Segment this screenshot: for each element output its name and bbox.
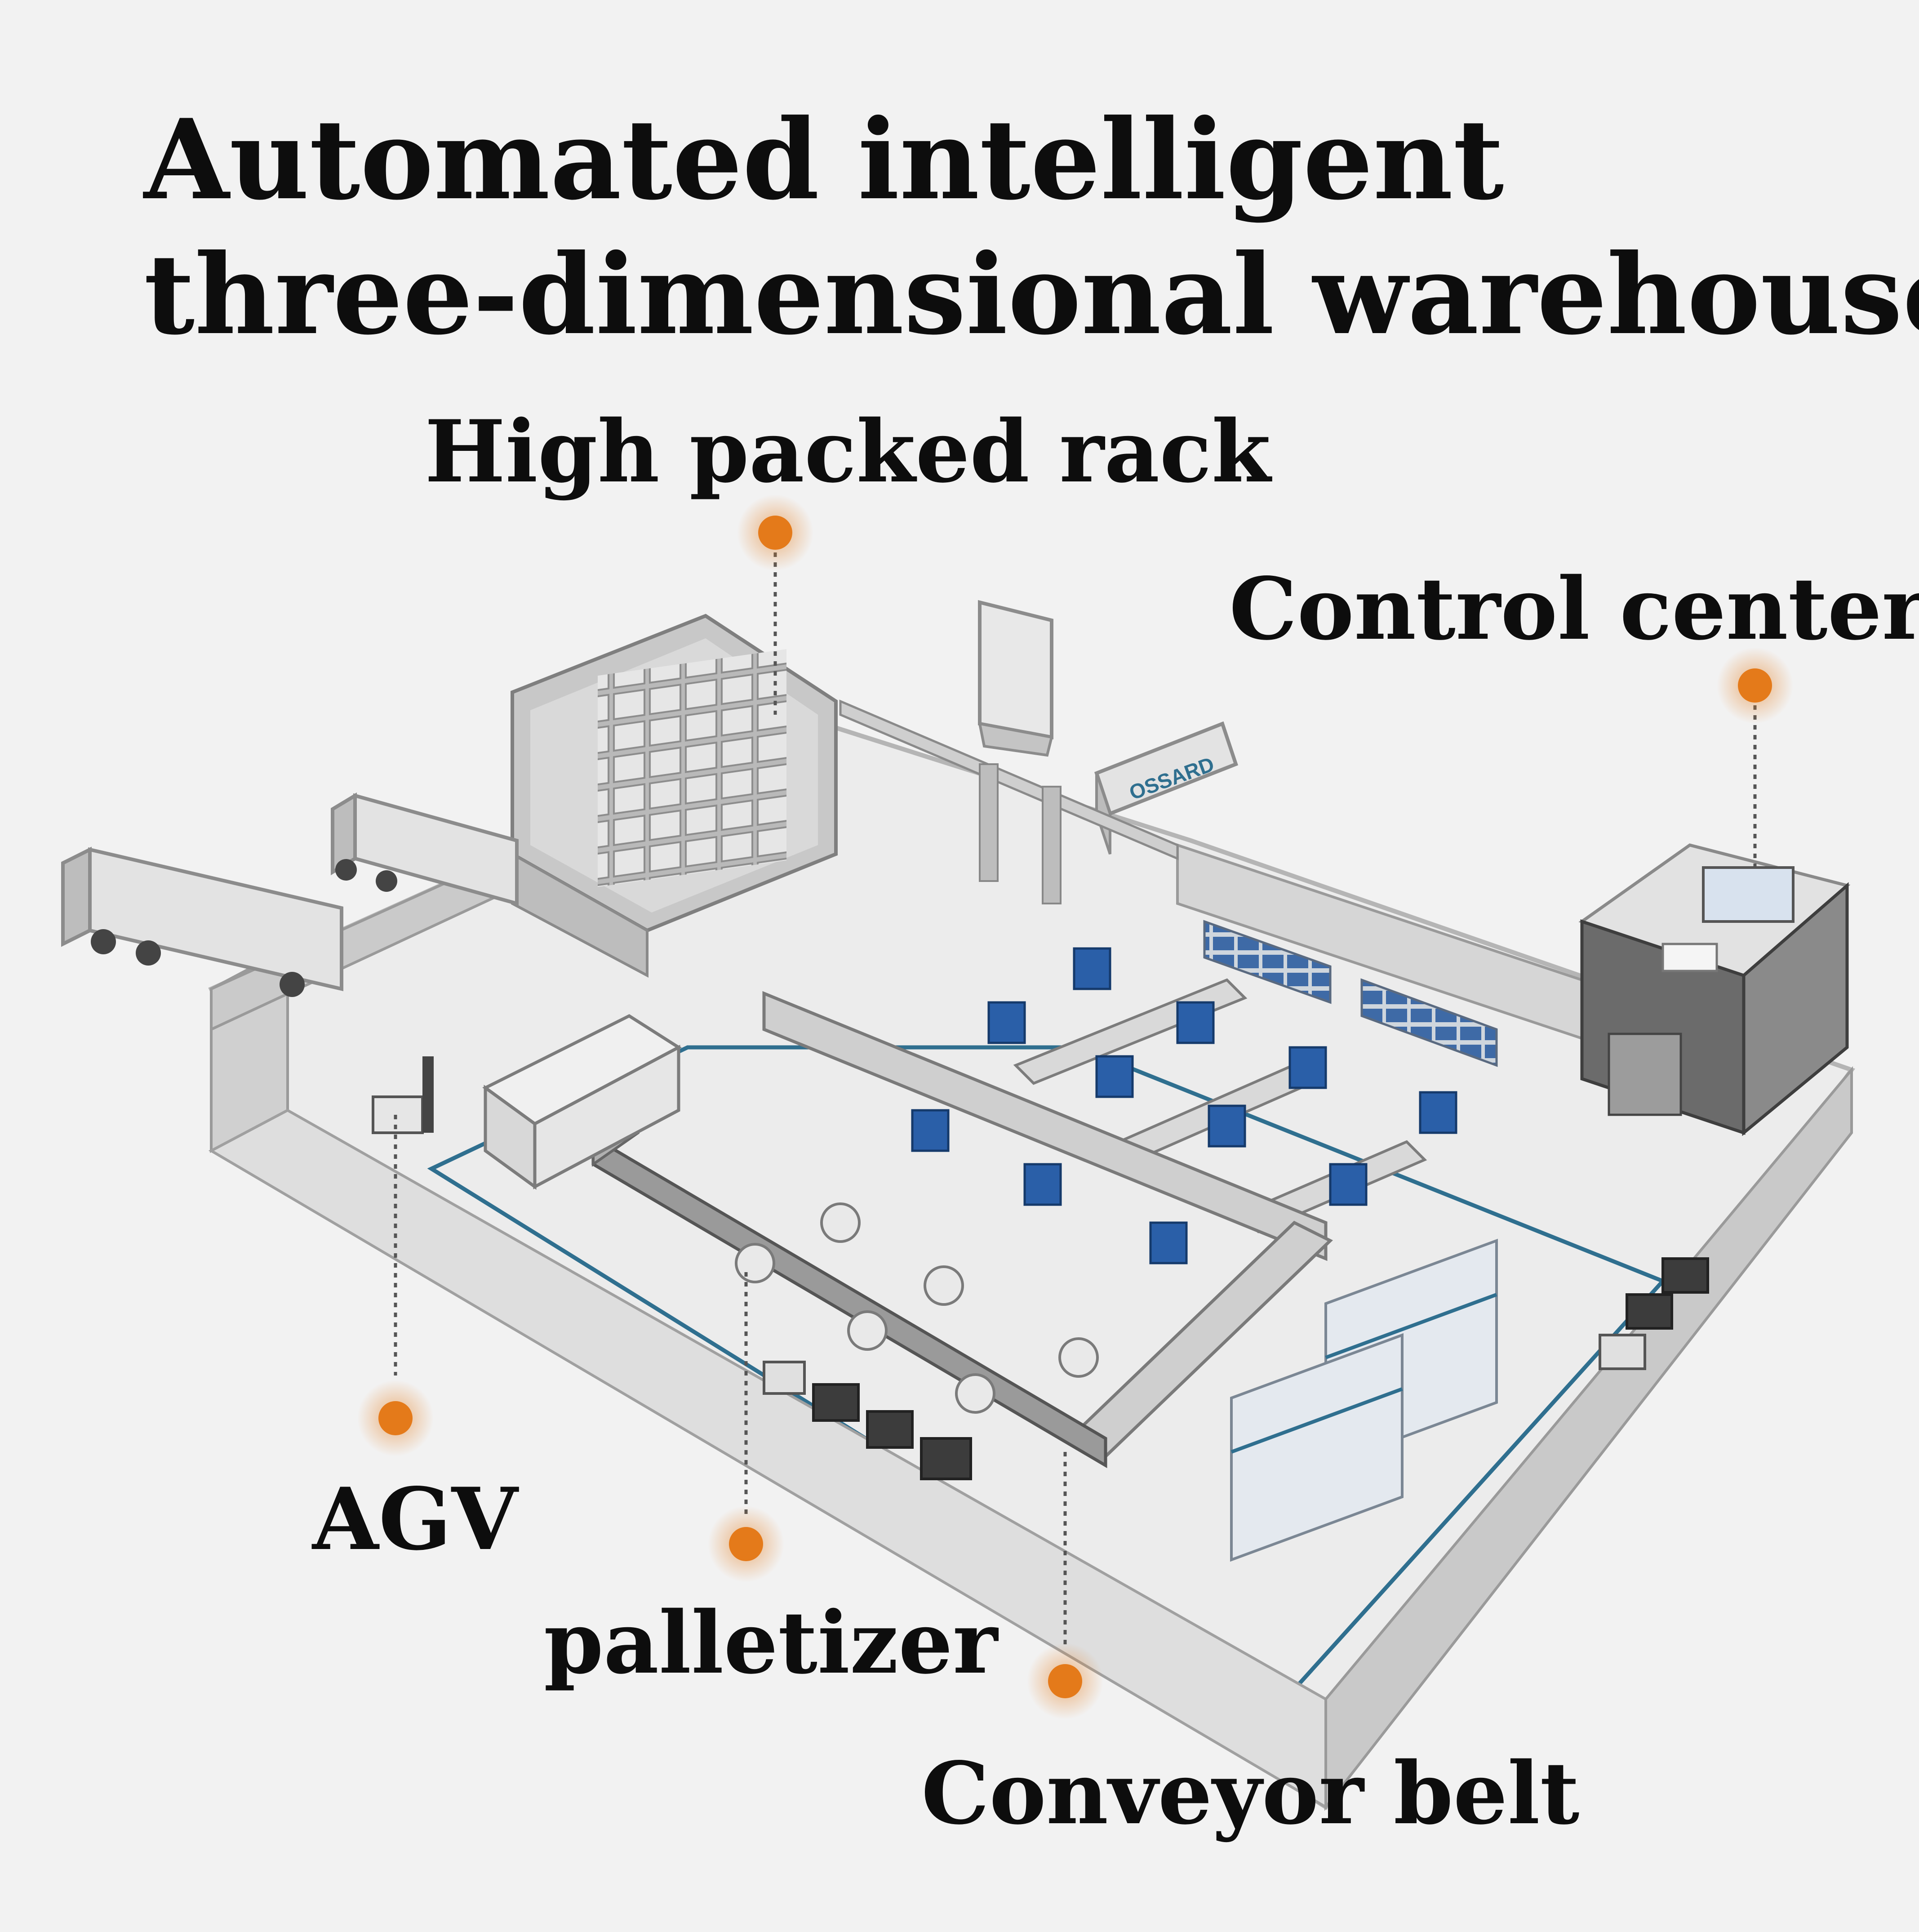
agv-forklift — [372, 1056, 434, 1134]
label-agv: AGV — [312, 1469, 518, 1569]
callout-dot-high-packed-rack — [737, 494, 813, 571]
palletizer-robot-arms — [735, 1202, 1099, 1414]
blue-crate-carts — [911, 947, 1457, 1264]
label-palletizer: palletizer — [544, 1593, 998, 1693]
truck-middle — [331, 792, 519, 906]
label-high-packed-rack: High packed rack — [425, 401, 1271, 502]
agv-train-right — [1599, 1257, 1709, 1370]
gantry-beam — [839, 699, 1179, 904]
blue-shelving-back-wall — [1203, 920, 1498, 1067]
title-line-1: Automated intelligent — [144, 95, 1504, 224]
title-line-2: three-dimensional warehouse — [144, 230, 1919, 359]
packaging-station — [482, 1014, 682, 1190]
page-title: Automated intelligent three-dimensional … — [144, 92, 1919, 362]
storage-racks-right — [1230, 1238, 1498, 1562]
label-conveyor-belt: Conveyor belt — [921, 1743, 1580, 1843]
label-control-center: Control center — [1229, 559, 1919, 659]
truck-left — [61, 846, 343, 997]
agv-train — [763, 1361, 972, 1480]
high-packed-rack-building — [511, 614, 838, 978]
truck-top — [978, 600, 1053, 757]
callout-dot-conveyor-belt — [1027, 1643, 1103, 1719]
callout-dot-palletizer — [708, 1506, 784, 1582]
callout-dot-agv — [357, 1380, 434, 1456]
control-center-building — [1578, 843, 1851, 1136]
callout-dot-control-center — [1717, 647, 1793, 724]
